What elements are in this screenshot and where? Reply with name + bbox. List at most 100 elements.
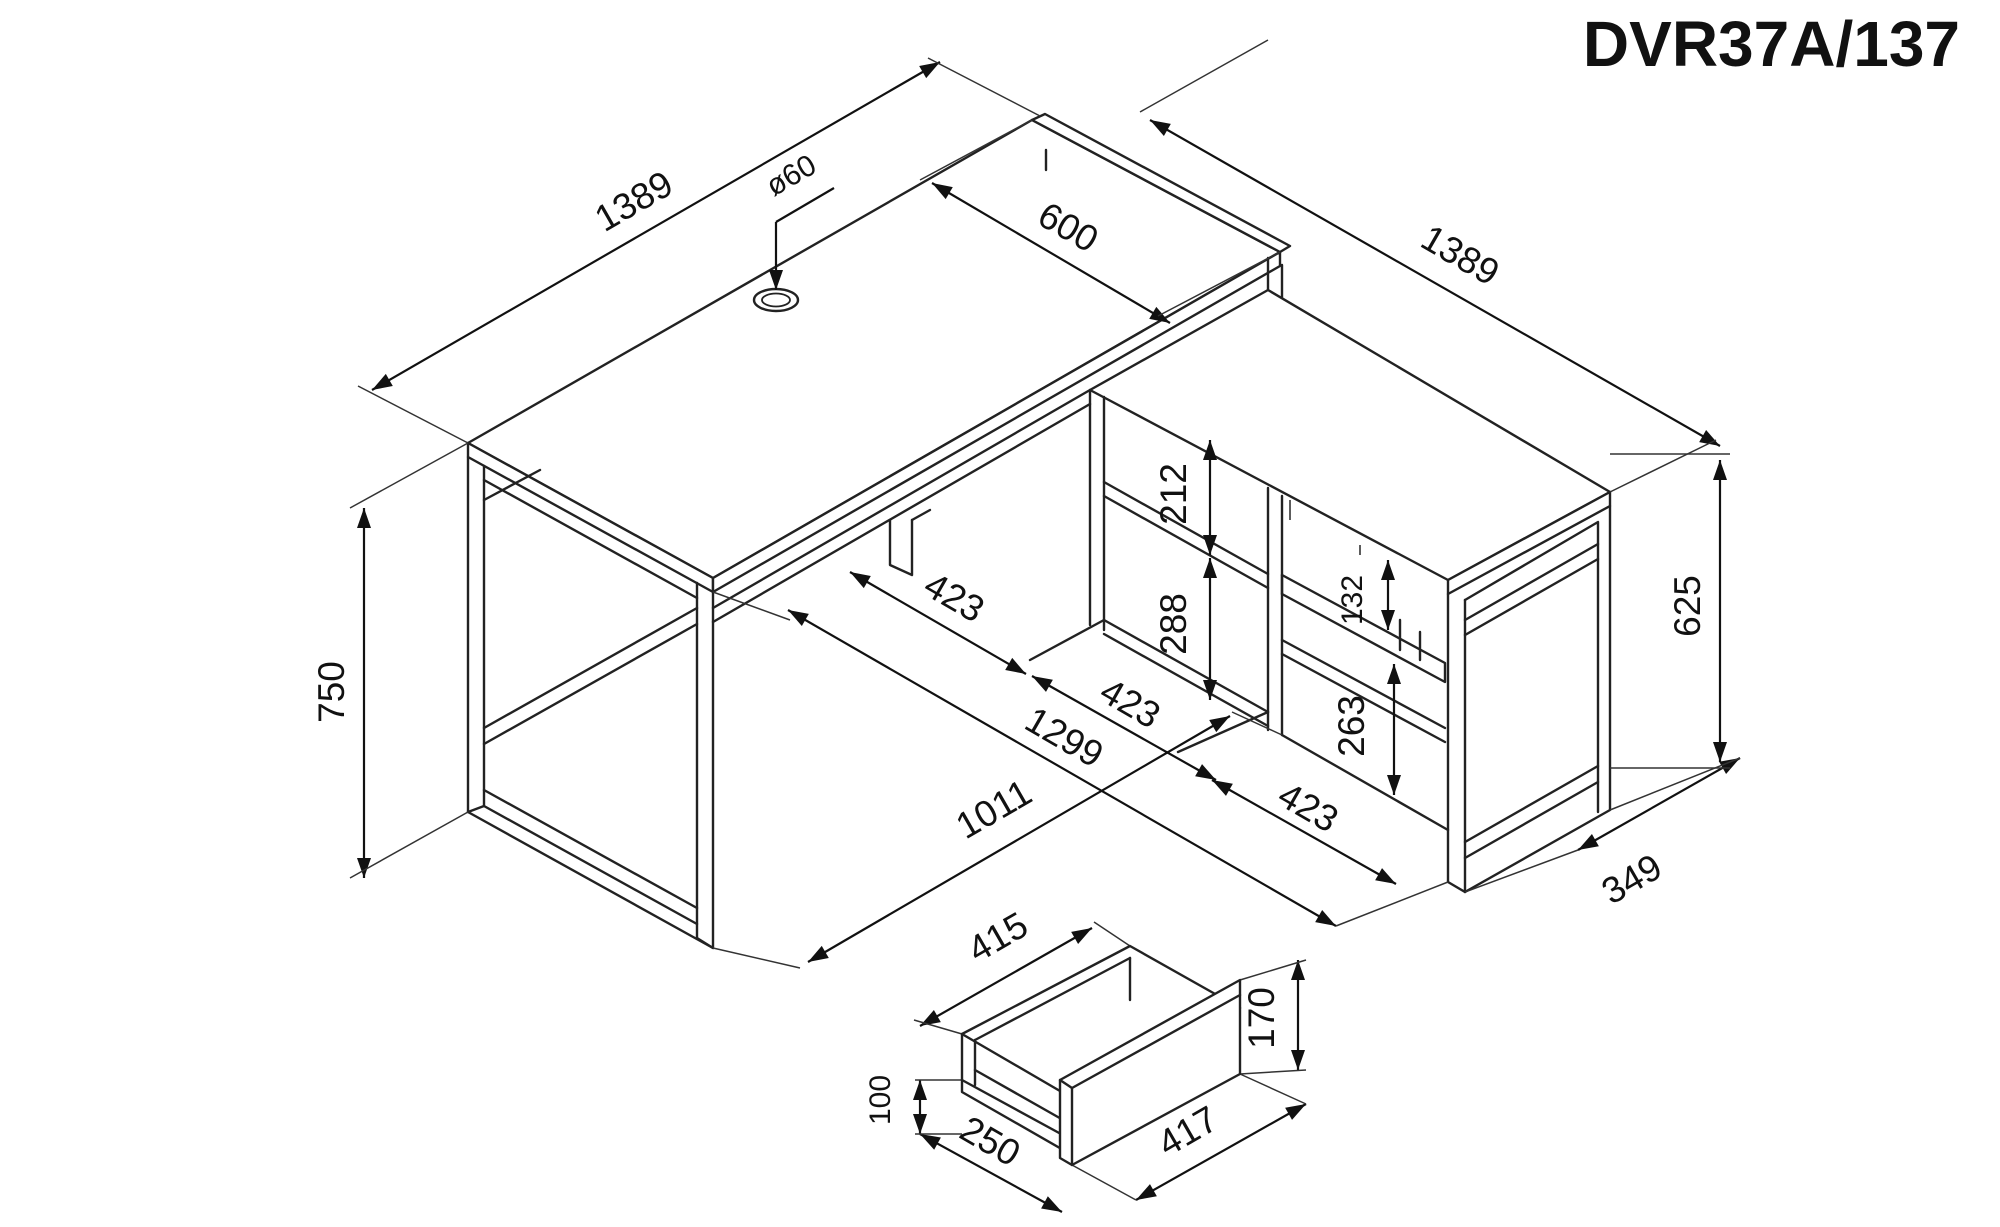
leg-span-dim-arrow-end	[1209, 716, 1230, 733]
drawer-depth-dim-arrow-start	[920, 1134, 941, 1150]
dim-drawer-slot: 132	[1336, 575, 1369, 625]
shelf-upper-dim-arrow-end	[1203, 535, 1217, 555]
extension-line-11	[1609, 757, 1741, 811]
dim-drawer-height: 170	[1241, 987, 1282, 1049]
shelf-lower-dim-arrow-start	[1203, 558, 1217, 578]
extension-line-10	[1464, 849, 1579, 893]
shelf-upper-dim-arrow-start	[1203, 440, 1217, 460]
extension-line-16	[913, 1019, 963, 1035]
drawer-front-width-dim-arrow-end	[1285, 1104, 1306, 1120]
dim-inner-length: 1299	[1018, 699, 1110, 776]
extension-line-20	[1071, 1164, 1137, 1201]
drawer-slot-dim-arrow-end	[1381, 610, 1395, 630]
compartment-3-dim-arrow-start	[1212, 780, 1233, 796]
drawer-front-width-dim-arrow-start	[1136, 1184, 1157, 1200]
extension-line-21	[1239, 1073, 1307, 1105]
extension-line-19	[1239, 1069, 1307, 1075]
compartment-2-dim-arrow-end	[1195, 764, 1216, 780]
desk-depth-dim-arrow-start	[932, 183, 953, 200]
drawer-detail	[960, 944, 1242, 1167]
dim-grommet: ø60	[761, 149, 822, 203]
dim-drawer-side-height: 100	[864, 1075, 897, 1125]
dim-height-total: 750	[311, 661, 352, 723]
compartment-1-dim-arrow-end	[1005, 657, 1026, 674]
dimension-lines	[349, 39, 1741, 1213]
extension-line-18	[1239, 959, 1307, 981]
return-depth-dim-line	[1577, 757, 1741, 851]
return-depth-dim-arrow-end	[1719, 758, 1740, 774]
drawer-front	[1058, 978, 1242, 1167]
desk-length-dim-arrow-end	[919, 62, 940, 79]
compartment-3-dim-arrow-end	[1375, 868, 1396, 884]
return-length-dim-arrow-start	[1150, 120, 1171, 137]
dim-bottom-compartment: 263	[1331, 695, 1372, 757]
bottom-compartment-dim-arrow-end	[1387, 775, 1401, 795]
inner-length-dim-arrow-start	[788, 610, 809, 627]
bottom-compartment-dim-arrow-start	[1387, 664, 1401, 684]
dim-return-depth: 349	[1595, 846, 1669, 912]
desk-depth-dim-line	[931, 182, 1171, 324]
desk-length-dim-arrow-start	[372, 373, 393, 390]
extension-line-12	[712, 591, 791, 621]
compartment-2-dim-arrow-start	[1032, 676, 1053, 692]
compartment-1-dim-line	[849, 571, 1027, 675]
extension-line-5	[1609, 439, 1717, 493]
dim-drawer-depth: 250	[953, 1108, 1027, 1174]
model-code: DVR37A/137	[1583, 8, 1960, 80]
extension-line-6	[349, 442, 469, 509]
extension-line-14	[712, 947, 801, 969]
drawer-width-dim-arrow-start	[920, 1010, 941, 1026]
drawer-side-height-dim-arrow-start	[913, 1080, 927, 1100]
drawer-slot-dim-arrow-start	[1381, 560, 1395, 580]
height-total-dim-arrow-start	[357, 508, 371, 528]
compartment-1-dim-arrow-start	[850, 572, 871, 589]
dim-drawer-width: 415	[961, 904, 1035, 970]
extension-line-0	[357, 385, 469, 444]
drawer-width-dim-line	[919, 927, 1093, 1027]
extension-line-3	[1157, 251, 1281, 317]
drawer-depth-dim-arrow-end	[1041, 1196, 1062, 1212]
drawer-depth-dim-line	[919, 1133, 1063, 1213]
compartment-3-dim-line	[1211, 779, 1397, 885]
desktop-back-rail	[1030, 112, 1292, 254]
drawer-side-height-dim-arrow-end	[913, 1114, 927, 1134]
return-depth-dim-arrow-start	[1578, 834, 1599, 850]
desk-length-dim-line	[371, 61, 941, 391]
dim-return-length: 1389	[1414, 217, 1506, 294]
inner-length-dim-line	[787, 609, 1337, 927]
grommet-leader-tail	[775, 187, 835, 223]
extension-line-17	[1093, 921, 1131, 947]
dim-compartment-3: 423	[1271, 774, 1345, 840]
extension-line-7	[349, 811, 469, 879]
dim-shelf-upper: 212	[1153, 463, 1194, 525]
shelf-lower-dim-arrow-end	[1203, 680, 1217, 700]
leg-span-dim-arrow-start	[808, 945, 829, 962]
dim-return-height: 625	[1667, 575, 1708, 637]
extension-line-4	[1139, 39, 1269, 113]
return-length-dim-arrow-end	[1699, 429, 1720, 446]
leg-span-dim-line	[807, 715, 1231, 963]
dim-shelf-lower: 288	[1153, 593, 1194, 655]
dim-desk-length: 1389	[588, 163, 680, 240]
drawer-front-width-dim-line	[1135, 1103, 1307, 1201]
extension-line-13	[1335, 881, 1449, 927]
extension-line-1	[927, 57, 1041, 117]
inner-length-dim-arrow-end	[1315, 909, 1336, 926]
grommet-leader-arrow	[769, 270, 783, 290]
return-height-dim-arrow-start	[1713, 460, 1727, 480]
dim-compartment-2: 423	[1093, 670, 1167, 736]
return-length-dim-line	[1149, 119, 1721, 447]
desktop-side-edge	[711, 250, 1282, 594]
dim-compartment-1: 423	[917, 564, 991, 630]
drawer-height-dim-arrow-start	[1291, 960, 1305, 980]
return-height-dim-arrow-end	[1713, 742, 1727, 762]
height-total-dim-arrow-end	[357, 858, 371, 878]
compartment-2-dim-line	[1031, 675, 1217, 781]
desk-outline	[466, 112, 1612, 950]
extension-line-15	[1231, 711, 1283, 736]
drawer-height-dim-arrow-end	[1291, 1050, 1305, 1070]
drawer-width-dim-arrow-end	[1071, 928, 1092, 944]
extension-line-2	[919, 119, 1033, 181]
